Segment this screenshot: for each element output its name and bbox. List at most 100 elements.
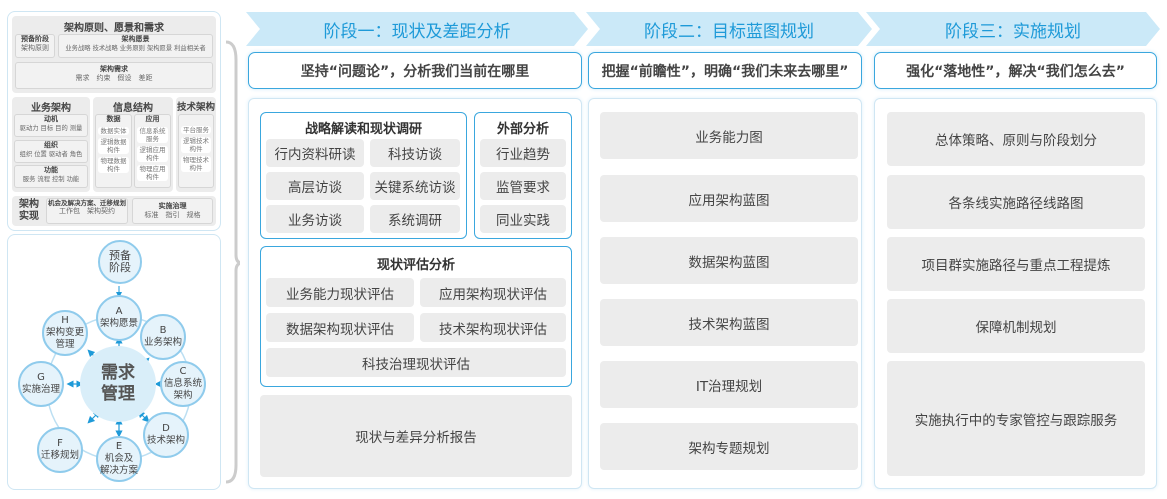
line: 预备 xyxy=(109,249,131,262)
line: 管理 xyxy=(101,384,135,404)
phase-2-header: 阶段二：目标蓝图规划 xyxy=(586,12,872,46)
assessment-title: 现状评估分析 xyxy=(376,258,455,273)
assessment-item: 应用架构现状评估 xyxy=(420,278,566,307)
phase-3-header: 阶段三：实施规划 xyxy=(866,12,1160,46)
blueprint-item-label: IT治理规划 xyxy=(695,378,763,395)
external-item: 监管要求 xyxy=(480,172,566,200)
external-item: 同业实践 xyxy=(480,205,566,233)
governance-box: 实施治理标准 指引 规格 xyxy=(132,198,213,224)
prep-items: 架构原则 xyxy=(21,44,49,52)
subtitle-text: 坚持“问题论”，分析我们当前在哪里 xyxy=(300,63,530,80)
phase-1-header: 阶段一：现状及差距分析 xyxy=(246,12,588,46)
external-item-label: 同业实践 xyxy=(496,213,550,229)
tech-item: 逻辑技术构件 xyxy=(181,137,211,153)
opportunity-box: 机会及解决方案、迁移规划工作包 架构契约 xyxy=(46,198,128,224)
vision-items: 业务战略 技术战略 业务原则 架构愿景 利益相关者 xyxy=(65,45,206,52)
phase-name: 信息系统 xyxy=(163,378,202,389)
implementation-item: 总体策略、原则与阶段划分 xyxy=(887,112,1145,166)
strategy-item-label: 科技访谈 xyxy=(388,147,442,163)
phase-3-content xyxy=(874,98,1157,489)
biz-title: 业务架构 xyxy=(31,103,71,114)
phase-letter: G xyxy=(37,372,45,383)
phase-name: 业务架构 xyxy=(143,337,182,348)
phase-letter: C xyxy=(179,366,187,377)
strategy-item: 行内资料研读 xyxy=(266,139,364,167)
implementation-item-label: 项目群实施路径与重点工程提炼 xyxy=(921,258,1111,274)
strategy-item-label: 业务访谈 xyxy=(288,213,342,229)
phase-name: 机会及 xyxy=(104,453,134,464)
implementation-item-label: 各条线实施路径线路图 xyxy=(948,196,1084,212)
blueprint-item: IT治理规划 xyxy=(600,361,858,408)
strategy-item: 系统调研 xyxy=(370,205,460,233)
app-title: 应用 xyxy=(145,115,160,123)
motivation-box: 动机驱动力 目标 目的 测量 xyxy=(14,114,88,137)
req-title: 架构需求 xyxy=(100,65,128,73)
assessment-item: 业务能力现状评估 xyxy=(266,278,414,307)
blueprint-item: 数据架构蓝图 xyxy=(600,237,858,284)
assessment-item-label: 数据架构现状评估 xyxy=(286,321,394,338)
external-item-label: 行业趋势 xyxy=(496,147,550,163)
line: 需求 xyxy=(101,363,135,383)
assessment-item-label: 科技治理现状评估 xyxy=(362,356,470,373)
strategy-item: 业务访谈 xyxy=(266,205,364,233)
data-item: 数据实体 xyxy=(98,127,129,135)
implementation-section: 架构实现 机会及解决方案、迁移规划工作包 架构契约 实施治理标准 指引 规格 xyxy=(12,196,216,226)
assessment-item-label: 业务能力现状评估 xyxy=(286,286,394,303)
strategy-item-label: 行内资料研读 xyxy=(274,147,356,163)
phase-name: 技术架构 xyxy=(146,435,185,446)
assessment-item-label: 应用架构现状评估 xyxy=(439,286,547,303)
blueprint-item-label: 数据架构蓝图 xyxy=(688,254,770,271)
app-item: 逻辑应用构件 xyxy=(137,146,168,162)
impl-title: 架构实现 xyxy=(19,199,39,222)
vision-box: 架构愿景 业务战略 技术战略 业务原则 架构愿景 利益相关者 xyxy=(58,34,213,58)
data-item: 物理数据构件 xyxy=(98,157,129,173)
phase-name: 解决方案 xyxy=(99,465,138,476)
organization-box: 组织组织 位置 驱动者 角色 xyxy=(14,140,88,163)
strategy-item-label: 系统调研 xyxy=(388,213,442,229)
tech-box: 平台服务 逻辑技术构件 物理技术构件 xyxy=(178,114,214,188)
implementation-item-label: 总体策略、原则与阶段划分 xyxy=(935,133,1097,149)
strategy-item-label: 高层访谈 xyxy=(288,180,342,196)
subtitle-text: 强化“落地性”，解决“我们怎么去” xyxy=(906,63,1125,80)
architecture-content-panel: 架构原则、愿景和需求 预备阶段 架构原则 架构愿景 业务战略 技术战略 业务原则… xyxy=(7,11,221,231)
phase-1-subtitle: 坚持“问题论”，分析我们当前在哪里 xyxy=(248,52,582,89)
req-items: 需求 约束 假设 差距 xyxy=(75,74,153,82)
gov-title: 实施治理 xyxy=(158,202,187,210)
phase-name: 管理 xyxy=(55,339,75,350)
g-items: 驱动力 目标 目的 测量 xyxy=(19,125,83,132)
assessment-item: 数据架构现状评估 xyxy=(266,313,414,342)
gov-items: 标准 指引 规格 xyxy=(144,211,201,219)
gap-analysis-report: 现状与差异分析报告 xyxy=(260,395,572,477)
prep-title: 预备阶段 xyxy=(21,35,49,43)
phase-name: 架构愿景 xyxy=(99,318,138,329)
info-structure-section: 信息结构 数据 数据实体 逻辑数据构件 物理数据构件 应用 信息系统服务 逻辑应… xyxy=(93,97,173,192)
phase-3-subtitle: 强化“落地性”，解决“我们怎么去” xyxy=(874,52,1157,89)
blueprint-item-label: 技术架构蓝图 xyxy=(688,316,770,333)
blueprint-item: 业务能力图 xyxy=(600,112,858,159)
tech-title: 技术架构 xyxy=(176,102,215,113)
vision-title: 架构愿景 xyxy=(121,35,150,43)
requirements-box: 架构需求 需求 约束 假设 差距 xyxy=(15,62,213,89)
external-title: 外部分析 xyxy=(496,122,549,137)
phase-name: 迁移规划 xyxy=(40,450,79,461)
implementation-item: 实施执行中的专家管控与跟踪服务 xyxy=(887,361,1145,476)
strategy-title: 战略解读和现状调研 xyxy=(304,122,422,137)
phase-name: 架构变更 xyxy=(45,327,84,338)
strategy-item: 高层访谈 xyxy=(266,172,364,200)
implementation-item: 保障机制规划 xyxy=(887,299,1145,353)
blueprint-item: 应用架构蓝图 xyxy=(600,175,858,222)
app-item: 信息系统服务 xyxy=(137,127,168,143)
phase-letter: A xyxy=(115,306,123,317)
implementation-item-label: 实施执行中的专家管控与跟踪服务 xyxy=(914,412,1118,429)
phase-letter: D xyxy=(162,423,170,434)
implementation-item: 项目群实施路径与重点工程提炼 xyxy=(887,237,1145,291)
requirements-management-circle: 需求管理 xyxy=(80,346,156,422)
blueprint-item: 架构专题规划 xyxy=(600,423,858,470)
implementation-item-label: 保障机制规划 xyxy=(975,320,1057,336)
tech-item: 物理技术构件 xyxy=(181,156,211,172)
report-text: 现状与差异分析报告 xyxy=(355,430,477,446)
